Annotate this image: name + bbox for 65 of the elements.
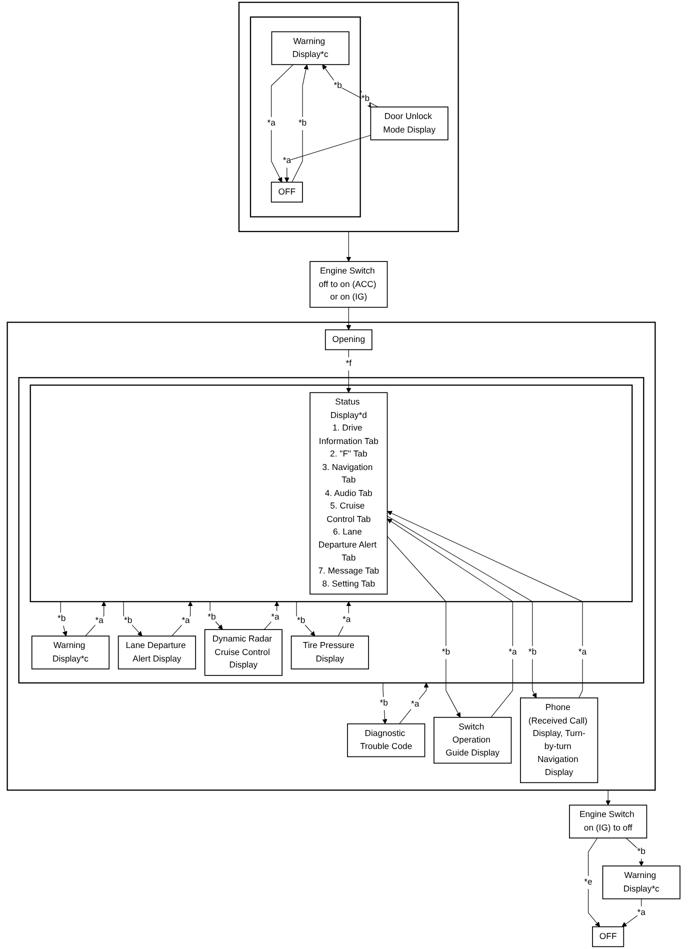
node-box: Switch Operation Guide Display xyxy=(434,716,512,764)
edge-label: *a xyxy=(411,698,420,709)
node-box: Warning Display*c xyxy=(602,866,681,900)
arrow xyxy=(346,231,352,262)
edge-label: *b xyxy=(208,612,216,622)
node-box: Warning Display*c xyxy=(32,636,110,670)
arrow xyxy=(606,790,611,806)
arrow xyxy=(346,307,352,330)
arrow xyxy=(271,64,294,182)
arrow xyxy=(387,516,537,698)
cluster xyxy=(250,16,362,218)
node-box: OFF xyxy=(271,182,304,203)
edge-label: *e xyxy=(584,877,593,887)
cluster xyxy=(7,322,656,791)
edge-label: *a xyxy=(268,118,276,128)
edge-label: *a xyxy=(271,612,280,622)
node-box: Diagnostic Trouble Code xyxy=(347,723,426,758)
edge-label: *b xyxy=(638,846,646,856)
edge-label: *b xyxy=(380,698,388,708)
node-box: Engine Switch off to on (ACC) or on (IG) xyxy=(310,261,388,308)
arrow xyxy=(172,601,194,636)
arrow xyxy=(292,64,309,182)
edge-label: *b xyxy=(334,80,342,90)
arrow xyxy=(322,64,379,108)
arrow xyxy=(284,134,372,182)
cluster xyxy=(238,2,460,232)
node-box: OFF xyxy=(592,926,624,948)
edge-label: *b xyxy=(362,93,370,104)
arrow xyxy=(360,90,372,108)
edge-label: *b xyxy=(298,118,307,128)
node-box: Lane Departure Alert Display xyxy=(118,636,196,670)
node-box: Warning Display*c xyxy=(272,31,350,66)
node-box: Opening xyxy=(325,329,373,350)
arrow xyxy=(387,536,461,718)
node-box: Status Display*d 1. Drive Information Tab 2. "F" Tab 3. Navigation Tab 4. Audio Tab 5. Cruise Control Tab 6. Lane Departure Alert Tab 7. Message Tab 8. Setting Tab xyxy=(310,392,388,595)
arrow xyxy=(85,601,107,636)
edge-label: *a xyxy=(342,614,352,624)
edge-label: *b xyxy=(297,615,306,626)
edge-label: *a xyxy=(283,156,292,166)
node-box: Engine Switch on (IG) to off xyxy=(569,804,648,838)
arrow xyxy=(264,601,280,630)
edge-label: *f xyxy=(346,358,352,368)
edge-label: *b xyxy=(58,614,66,624)
edge-label: *a xyxy=(96,615,104,626)
arrow xyxy=(296,601,316,636)
edge-label: *a xyxy=(182,615,190,626)
arrow xyxy=(124,601,143,636)
edge-label: *b xyxy=(528,647,537,657)
edge-label: *b xyxy=(124,615,133,626)
cluster xyxy=(18,377,645,684)
node-box: Door Unlock Mode Display xyxy=(370,106,449,140)
arrow xyxy=(338,601,352,636)
edge-label: *a xyxy=(508,647,518,657)
arrow xyxy=(387,510,584,698)
edge-label: *b xyxy=(442,647,450,657)
edge-label: *a xyxy=(578,647,587,657)
arrow xyxy=(387,518,514,718)
cluster xyxy=(30,384,634,602)
node-box: Phone (Received Call) Display, Turn-by-turn Navigation Display xyxy=(520,697,598,784)
node-box: Tire Pressure Display xyxy=(291,636,370,670)
arrow xyxy=(399,682,430,724)
arrow xyxy=(346,349,352,393)
arrow xyxy=(588,838,600,927)
node-box: Dynamic Radar Cruise Control Display xyxy=(204,629,283,676)
edge-label: *a xyxy=(638,907,646,918)
